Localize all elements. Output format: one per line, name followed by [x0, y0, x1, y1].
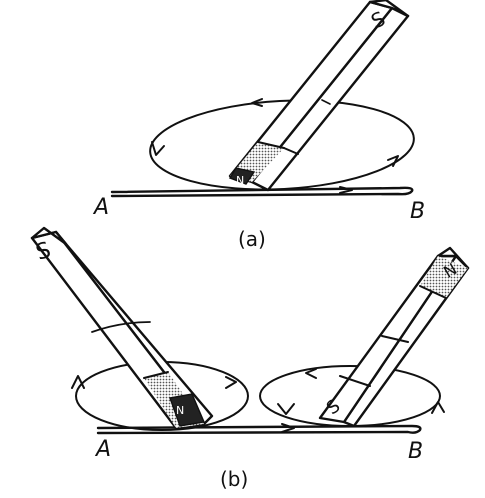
panel-b: S N N S A B (b): [30, 226, 470, 491]
caption-b: (b): [220, 467, 248, 491]
loop-arrow-b-left-1: [71, 375, 85, 389]
wire-b: [96, 424, 422, 435]
wire-a: [110, 186, 414, 198]
point-b-right: B: [408, 439, 423, 464]
loop-arrow-a-right: [387, 155, 399, 167]
magnet-a-bottom-pole: N: [236, 174, 244, 187]
magnet-b-right: [318, 246, 470, 428]
point-a-right: B: [410, 199, 425, 224]
caption-a: (a): [238, 227, 266, 251]
wire-arrow-a: [339, 186, 353, 194]
loop-arrow-b-left-2: [225, 376, 237, 389]
loop-arrow-b-right-2: [277, 403, 295, 415]
point-a-left: A: [92, 195, 109, 220]
wire-arrow-b: [281, 423, 295, 433]
magnet-b-left: [30, 226, 214, 430]
magnet-b-left-bottom-pole: N: [176, 404, 184, 417]
loop-arrow-a-top: [251, 98, 263, 107]
magnet-a: [228, 0, 410, 192]
point-b-left: A: [94, 437, 111, 462]
loop-arrow-b-right-1: [305, 368, 317, 379]
panel-a: S N A B (a): [92, 0, 425, 251]
loop-arrow-b-right-3: [431, 401, 445, 414]
loop-arrow-a-left: [151, 141, 165, 156]
